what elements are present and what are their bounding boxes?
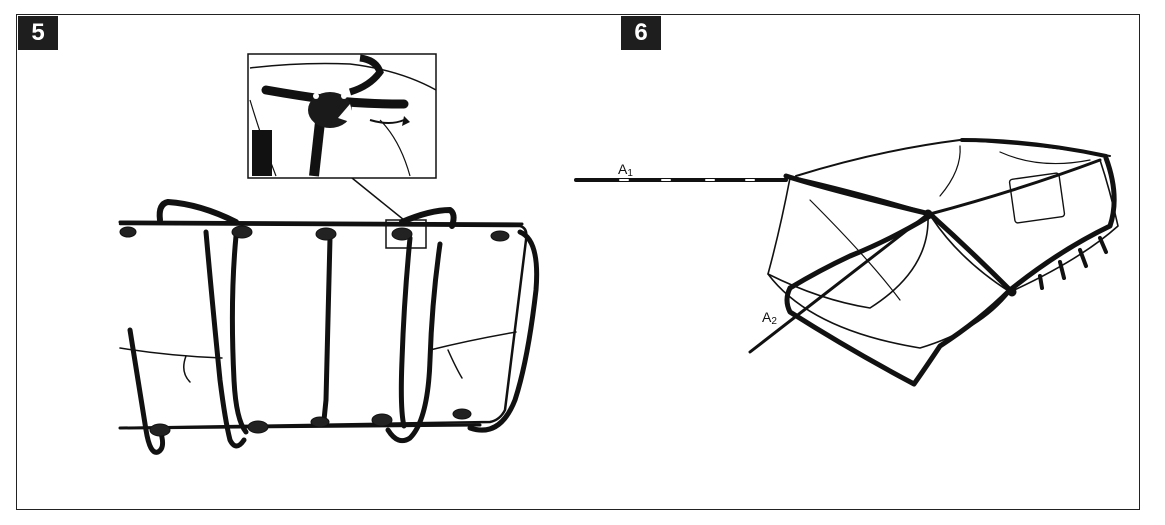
cot-leg-1 (203, 229, 247, 449)
diagram-frame (16, 14, 1140, 510)
cot-leg-5 (385, 241, 443, 444)
cot-strap-right (429, 331, 517, 351)
cot-frame-right (1007, 155, 1117, 293)
cot-leg-3 (321, 235, 333, 423)
cot-bottom-rail (118, 423, 482, 430)
detail-highlight-box (385, 219, 427, 249)
cot-top-handle-left (156, 199, 239, 225)
detail-leader-line (351, 177, 405, 221)
cot-bottom-front (767, 273, 1011, 349)
cot-leg-4 (398, 235, 413, 429)
cot-leg-6 (467, 229, 540, 433)
cot-side-right (931, 159, 1119, 293)
pole-labels: A1 A2 (618, 161, 777, 327)
cot-leg-7 (127, 327, 166, 455)
cot-frame-back (960, 138, 1108, 158)
step-5-cot-frame (118, 199, 540, 455)
cot-top-edge-front (784, 158, 1102, 216)
step-5-badge: 5 (18, 16, 58, 50)
cot-top-rail (118, 220, 524, 226)
cot-inner-line-3 (999, 151, 1091, 165)
cot-frame-legs-right (1038, 236, 1108, 290)
cot-strap-left (119, 347, 223, 359)
cot-strap-left-tie (183, 355, 191, 383)
cot-inner-line (809, 199, 901, 301)
cot-pocket (1008, 172, 1066, 224)
joint-detail-inset (247, 53, 437, 179)
cot-top-edge-back (795, 139, 1111, 177)
cot-joint-right (1007, 287, 1017, 297)
cot-frame-leg-front (787, 213, 933, 291)
step-5-joints (119, 225, 510, 437)
cot-strap-right-tie (447, 349, 463, 379)
cot-joint-top (923, 209, 933, 219)
step-6-cot (574, 138, 1119, 387)
cot-leg-2 (229, 233, 249, 435)
pole-a2 (748, 212, 930, 354)
cot-inner-line-2 (939, 145, 961, 197)
cot-fabric-outline (118, 222, 528, 430)
label-a2: A2 (762, 309, 777, 327)
step-6-badge: 6 (621, 16, 661, 50)
label-a1: A1 (618, 161, 633, 179)
cot-frame-rail (783, 173, 1013, 387)
cot-side-front (767, 177, 929, 309)
cot-top-handle-right (399, 207, 457, 229)
